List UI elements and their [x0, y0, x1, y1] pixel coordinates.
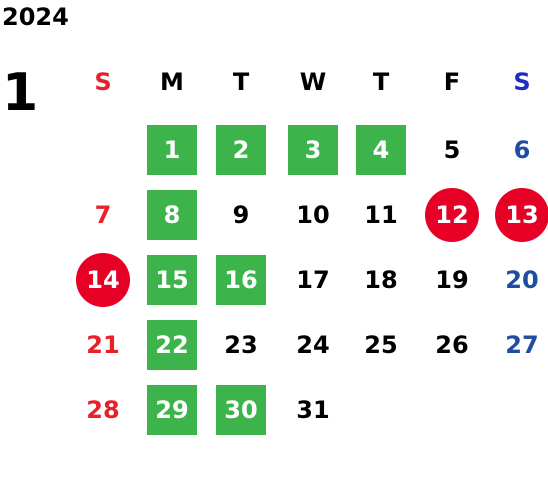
day-cell-30[interactable]: 30 [216, 385, 266, 435]
day-cell-10[interactable]: 10 [296, 201, 330, 229]
weekday-header-3: W [299, 68, 327, 96]
day-cell-16[interactable]: 16 [216, 255, 266, 305]
day-cell-9[interactable]: 9 [232, 201, 250, 229]
weekday-header-0: S [94, 68, 112, 96]
day-cell-21[interactable]: 21 [86, 331, 120, 359]
weekday-header-1: M [160, 68, 184, 96]
day-cell-31[interactable]: 31 [296, 396, 330, 424]
day-cell-26[interactable]: 26 [435, 331, 469, 359]
day-cell-7[interactable]: 7 [94, 201, 112, 229]
day-cell-28[interactable]: 28 [86, 396, 120, 424]
day-cell-11[interactable]: 11 [364, 201, 398, 229]
day-cell-2[interactable]: 2 [216, 125, 266, 175]
day-cell-18[interactable]: 18 [364, 266, 398, 294]
day-cell-24[interactable]: 24 [296, 331, 330, 359]
day-cell-8[interactable]: 8 [147, 190, 197, 240]
day-cell-22[interactable]: 22 [147, 320, 197, 370]
day-cell-6[interactable]: 6 [513, 136, 531, 164]
day-cell-20[interactable]: 20 [505, 266, 539, 294]
day-cell-4[interactable]: 4 [356, 125, 406, 175]
day-cell-3[interactable]: 3 [288, 125, 338, 175]
day-cell-23[interactable]: 23 [224, 331, 258, 359]
weekday-header-2: T [232, 68, 250, 96]
day-cell-1[interactable]: 1 [147, 125, 197, 175]
weekday-header-5: F [443, 68, 461, 96]
day-cell-13[interactable]: 13 [495, 188, 548, 242]
weekday-header-4: T [372, 68, 390, 96]
day-cell-25[interactable]: 25 [364, 331, 398, 359]
calendar-year: 2024 [2, 3, 69, 31]
day-cell-5[interactable]: 5 [443, 136, 461, 164]
calendar-month: 1 [2, 63, 39, 123]
day-cell-12[interactable]: 12 [425, 188, 479, 242]
day-cell-14[interactable]: 14 [76, 253, 130, 307]
day-cell-17[interactable]: 17 [296, 266, 330, 294]
day-cell-19[interactable]: 19 [435, 266, 469, 294]
day-cell-27[interactable]: 27 [505, 331, 539, 359]
weekday-header-6: S [513, 68, 531, 96]
day-cell-15[interactable]: 15 [147, 255, 197, 305]
day-cell-29[interactable]: 29 [147, 385, 197, 435]
